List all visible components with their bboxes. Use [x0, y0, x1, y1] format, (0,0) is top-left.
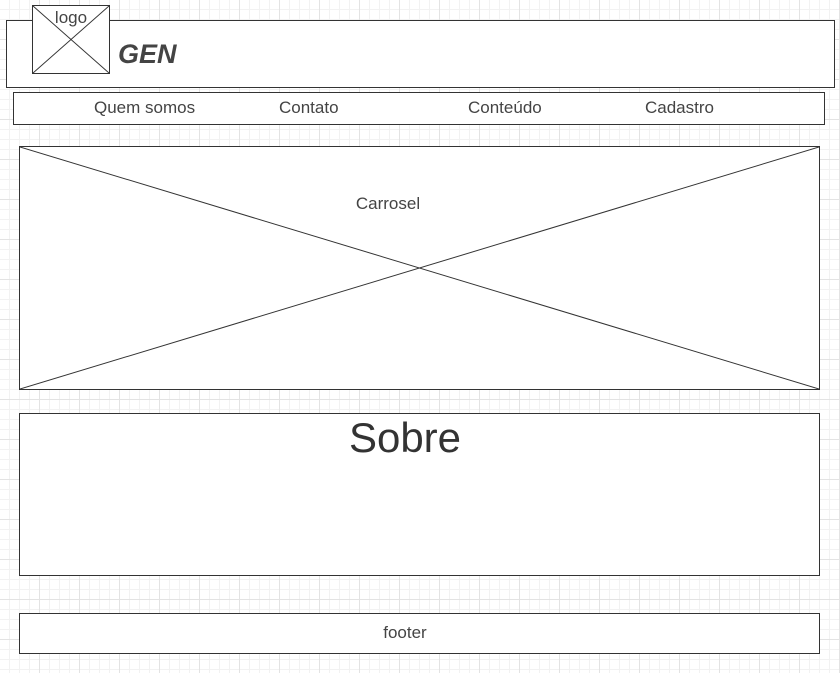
nav-item-conteudo[interactable]: Conteúdo [468, 98, 542, 117]
about-title: Sobre [348, 414, 462, 461]
header-box [6, 20, 835, 88]
logo-label: logo [54, 8, 88, 27]
carousel-placeholder[interactable] [19, 146, 820, 390]
image-placeholder-icon [33, 6, 109, 73]
nav-item-cadastro[interactable]: Cadastro [645, 98, 714, 117]
brand-name: GEN [118, 39, 177, 69]
footer-box [19, 613, 820, 654]
logo-placeholder: logo [32, 5, 110, 74]
nav-bar [13, 92, 825, 125]
image-placeholder-icon [20, 147, 819, 389]
footer-label: footer [383, 623, 427, 642]
about-section [19, 413, 820, 576]
nav-item-quem-somos[interactable]: Quem somos [94, 98, 196, 117]
nav-item-contato[interactable]: Contato [279, 98, 339, 117]
carousel-label: Carrosel [355, 194, 421, 213]
